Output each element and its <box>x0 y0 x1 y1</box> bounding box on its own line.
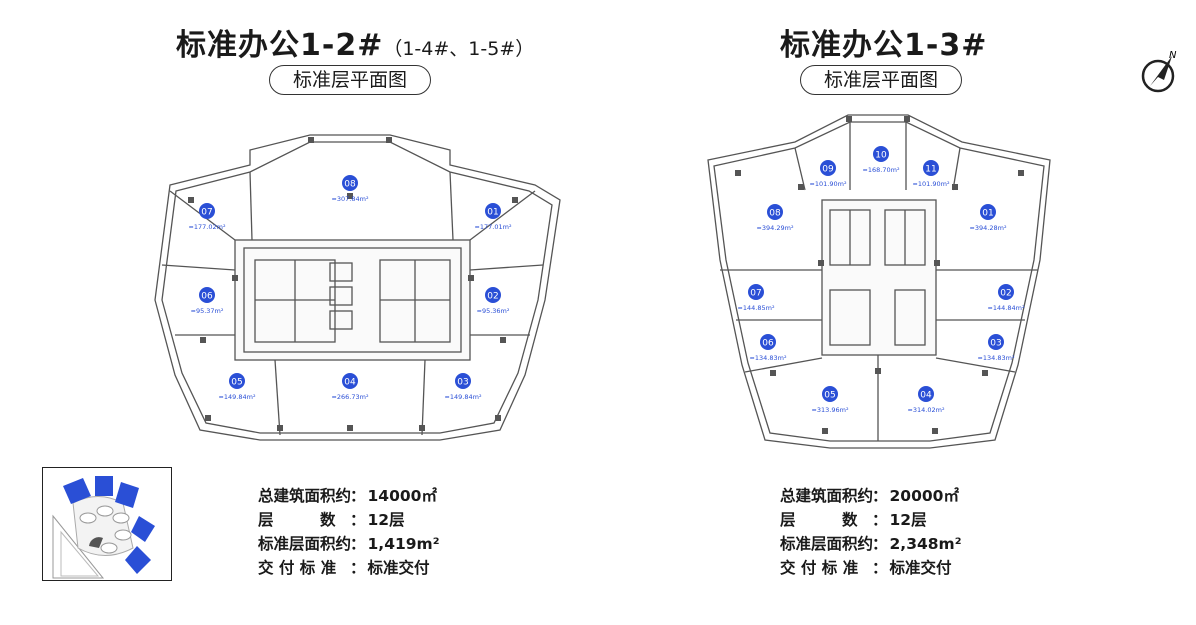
plan-b-unit-badge <box>873 146 889 162</box>
plan-b-unit-badge <box>767 204 783 220</box>
plan-b-unit-badge <box>760 334 776 350</box>
plan-b-unit-badge <box>820 160 836 176</box>
plan-a-title: 标准办公1-2#（1-4#、1-5#） <box>176 20 534 64</box>
plan-b-unit-area: ≈394.28m² <box>969 224 1007 232</box>
plan-b-unit-badge <box>822 386 838 402</box>
plan-b-unit-02: 02 ≈144.84m² <box>987 284 1025 312</box>
plan-a-unit-number: 05 <box>231 378 242 388</box>
plan-b-unit-number: 11 <box>925 165 936 175</box>
plan-b-unit-number: 06 <box>762 339 774 349</box>
plan-b-unit-07: 07 ≈144.85m² <box>737 284 775 312</box>
plan-b-stats: 总建筑面积约：20000㎡ 层 数：12层 标准层面积约：2,348m² 交 付… <box>780 484 961 580</box>
plan-b-unit-01: 01 ≈394.28m² <box>969 204 1007 232</box>
plan-a-unit-area: ≈95.36m² <box>477 307 510 315</box>
plan-b-unit-badge <box>988 334 1004 350</box>
plan-b-stat-delivery: 交 付 标 准：标准交付 <box>780 559 952 577</box>
plan-a-unit-area: ≈149.84m² <box>444 393 482 401</box>
plan-a-unit-01: 01 ≈177.01m² <box>474 203 512 231</box>
plan-a-unit-badge <box>199 287 215 303</box>
plan-a-unit-badge <box>485 203 501 219</box>
plan-a-floor-plan: 07 ≈177.02m² 08 ≈307.84m² 01 ≈177.01m² 06 ≈95.3… <box>154 134 561 441</box>
plan-b-unit-badge <box>923 160 939 176</box>
plan-a-unit-number: 02 <box>487 292 498 302</box>
plan-b-unit-area: ≈134.83m² <box>749 354 787 362</box>
plan-a-title-main: 标准办公1-2# <box>176 28 384 63</box>
plan-a-unit-badge <box>485 287 501 303</box>
north-label: N <box>1169 50 1177 61</box>
plan-a-unit-badge <box>342 373 358 389</box>
plan-a-unit-area: ≈266.73m² <box>331 393 369 401</box>
plan-b-unit-10: 10 ≈168.70m² <box>862 146 900 174</box>
plan-a-unit-04: 04 ≈266.73m² <box>331 373 369 401</box>
plan-b-unit-badge <box>748 284 764 300</box>
plan-b-unit-number: 10 <box>875 151 887 161</box>
plan-a-unit-06: 06 ≈95.37m² <box>191 287 224 315</box>
plan-b-subtitle: 标准层平面图 <box>800 65 962 95</box>
site-key-plan <box>42 467 172 581</box>
plan-a-unit-area: ≈307.84m² <box>331 195 369 203</box>
plan-a-unit-badge <box>455 373 471 389</box>
plan-b-unit-number: 09 <box>822 165 834 175</box>
plan-a-unit-03: 03 ≈149.84m² <box>444 373 482 401</box>
plan-b-unit-area: ≈144.85m² <box>737 304 775 312</box>
plan-b-floor-plan: 09 ≈101.90m² 10 ≈168.70m² 11 ≈101.90m² 08 ≈394.… <box>707 114 1051 449</box>
plan-a-unit-badge <box>342 175 358 191</box>
plan-a-unit-area: ≈177.01m² <box>474 223 512 231</box>
plan-b-unit-06: 06 ≈134.83m² <box>749 334 787 362</box>
plan-a-title-sub: （1-4#、1-5#） <box>383 38 535 60</box>
plan-a-unit-area: ≈177.02m² <box>188 223 226 231</box>
plan-b-unit-area: ≈314.02m² <box>907 406 945 414</box>
plan-a-unit-number: 07 <box>201 208 212 218</box>
plan-a-unit-area: ≈149.84m² <box>218 393 256 401</box>
site-key-plan-drawing <box>52 476 155 579</box>
plan-a-unit-number: 03 <box>457 378 468 388</box>
plan-b-unit-badge <box>980 204 996 220</box>
plan-b-unit-03: 03 ≈134.83m² <box>977 334 1015 362</box>
plan-b-stat-floor-area: 标准层面积约：2,348m² <box>780 535 962 553</box>
plan-a-unit-badge <box>199 203 215 219</box>
plan-b-unit-number: 08 <box>769 209 781 219</box>
plan-b-stat-floors: 层 数：12层 <box>780 511 927 529</box>
plan-a-unit-08: 08 ≈307.84m² <box>331 175 369 203</box>
plan-b-unit-area: ≈101.90m² <box>809 180 847 188</box>
plan-a-unit-area: ≈95.37m² <box>191 307 224 315</box>
plan-b-title: 标准办公1-3# <box>780 28 988 63</box>
plan-a-unit-02: 02 ≈95.36m² <box>477 287 510 315</box>
plan-b-unit-area: ≈168.70m² <box>862 166 900 174</box>
plan-b-unit-08: 08 ≈394.29m² <box>756 204 794 232</box>
plan-a-unit-05: 05 ≈149.84m² <box>218 373 256 401</box>
plan-a-stat-delivery: 交 付 标 准：标准交付 <box>258 559 430 577</box>
plan-b-unit-number: 01 <box>982 209 993 219</box>
plan-a-unit-number: 01 <box>487 208 498 218</box>
plan-b-unit-11: 11 ≈101.90m² <box>912 160 950 188</box>
north-arrow-icon: N <box>1141 50 1177 93</box>
plan-b-unit-badge <box>998 284 1014 300</box>
plan-a-unit-number: 04 <box>344 378 356 388</box>
plan-b-unit-number: 02 <box>1000 289 1011 299</box>
plan-b-unit-number: 05 <box>824 391 835 401</box>
plan-b-unit-number: 07 <box>750 289 761 299</box>
plan-a-stats: 总建筑面积约：14000㎡ 层 数：12层 标准层面积约：1,419m² 交 付… <box>258 484 439 580</box>
plan-b-unit-number: 04 <box>920 391 932 401</box>
plan-b-unit-badge <box>918 386 934 402</box>
plan-b-unit-04: 04 ≈314.02m² <box>907 386 945 414</box>
plan-b-unit-area: ≈144.84m² <box>987 304 1025 312</box>
plan-b-unit-area: ≈394.29m² <box>756 224 794 232</box>
plan-b-stat-total: 总建筑面积约：20000㎡ <box>780 487 959 505</box>
plan-a-subtitle: 标准层平面图 <box>269 65 431 95</box>
plan-a-stat-floors: 层 数：12层 <box>258 511 405 529</box>
plan-a-unit-number: 06 <box>201 292 213 302</box>
plan-a-unit-07: 07 ≈177.02m² <box>188 203 226 231</box>
plan-a-unit-number: 08 <box>344 180 356 190</box>
plan-b-unit-area: ≈313.96m² <box>811 406 849 414</box>
plan-b-unit-area: ≈134.83m² <box>977 354 1015 362</box>
plan-a-stat-floor-area: 标准层面积约：1,419m² <box>258 535 440 553</box>
plan-a-unit-badge <box>229 373 245 389</box>
plan-a-stat-total: 总建筑面积约：14000㎡ <box>258 487 437 505</box>
plan-b-unit-09: 09 ≈101.90m² <box>809 160 847 188</box>
plan-b-unit-05: 05 ≈313.96m² <box>811 386 849 414</box>
plan-b-unit-number: 03 <box>990 339 1001 349</box>
plan-b-unit-area: ≈101.90m² <box>912 180 950 188</box>
